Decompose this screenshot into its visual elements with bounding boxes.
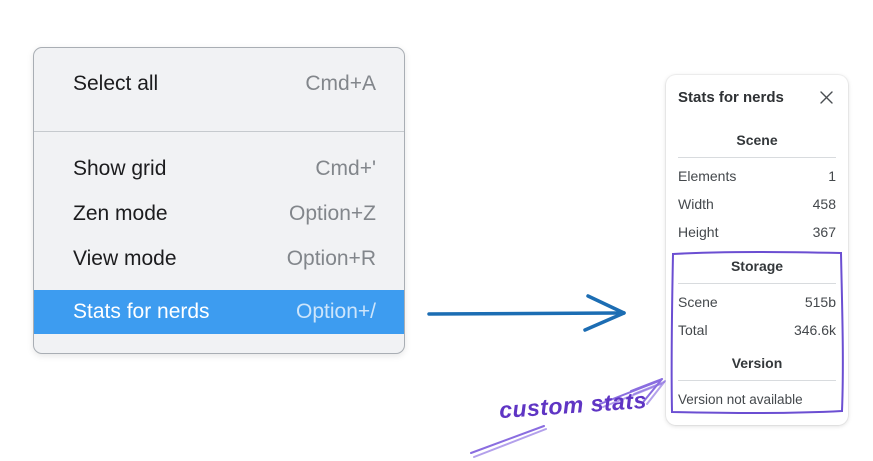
stat-label: Scene (678, 294, 718, 310)
menu-item-label: Zen mode (73, 201, 168, 225)
menu-item-shortcut: Option+/ (296, 300, 376, 323)
stat-row: Scene 515b (678, 288, 836, 316)
menu-item-label: Stats for nerds (73, 300, 210, 323)
menu-item-label: Select all (73, 71, 159, 95)
menu-item-shortcut: Option+Z (289, 201, 376, 225)
stats-panel-title: Stats for nerds (678, 88, 784, 106)
blue-arrow (427, 294, 626, 332)
custom-stats-label: custom stats (498, 386, 648, 424)
menu-item-shortcut: Option+R (286, 246, 376, 270)
menu-item-label: Show grid (73, 156, 167, 180)
x-icon (819, 90, 833, 104)
menu-item-show-grid[interactable]: Show grid Cmd+' (34, 146, 404, 191)
menu-item-shortcut: Cmd+' (315, 156, 376, 180)
stat-label: Elements (678, 168, 737, 184)
menu-item-select-all[interactable]: Select all Cmd+A (34, 61, 404, 106)
menu-item-zen-mode[interactable]: Zen mode Option+Z (34, 191, 404, 236)
section-divider (678, 380, 836, 381)
stat-value: 346.6k (793, 322, 836, 338)
stats-panel-header: Stats for nerds (678, 87, 836, 107)
stat-value: 458 (812, 196, 836, 212)
stat-value: 515b (804, 294, 836, 310)
stat-row: Elements 1 (678, 162, 836, 190)
section-heading: Version (731, 355, 783, 371)
stat-row: Height 367 (678, 218, 836, 246)
stat-label: Height (678, 224, 719, 240)
section-heading: Storage (730, 258, 784, 274)
menu-item-label: View mode (73, 246, 177, 270)
close-button[interactable] (816, 87, 836, 107)
version-note: Version not available (678, 391, 803, 407)
menu-item-stats-for-nerds[interactable]: Stats for nerds Option+/ (34, 290, 404, 334)
stat-label: Width (678, 196, 714, 212)
stat-row: Total 346.6k (678, 316, 836, 344)
stat-value: 1 (828, 168, 836, 184)
stat-row: Width 458 (678, 190, 836, 218)
stat-value: 367 (812, 224, 836, 240)
section-heading: Scene (736, 132, 778, 148)
section-divider (678, 283, 836, 284)
menu-item-shortcut: Cmd+A (305, 71, 376, 95)
section-divider (678, 157, 836, 158)
menu-divider (34, 131, 404, 132)
stat-label: Total (678, 322, 708, 338)
menu-item-view-mode[interactable]: View mode Option+R (34, 236, 404, 281)
